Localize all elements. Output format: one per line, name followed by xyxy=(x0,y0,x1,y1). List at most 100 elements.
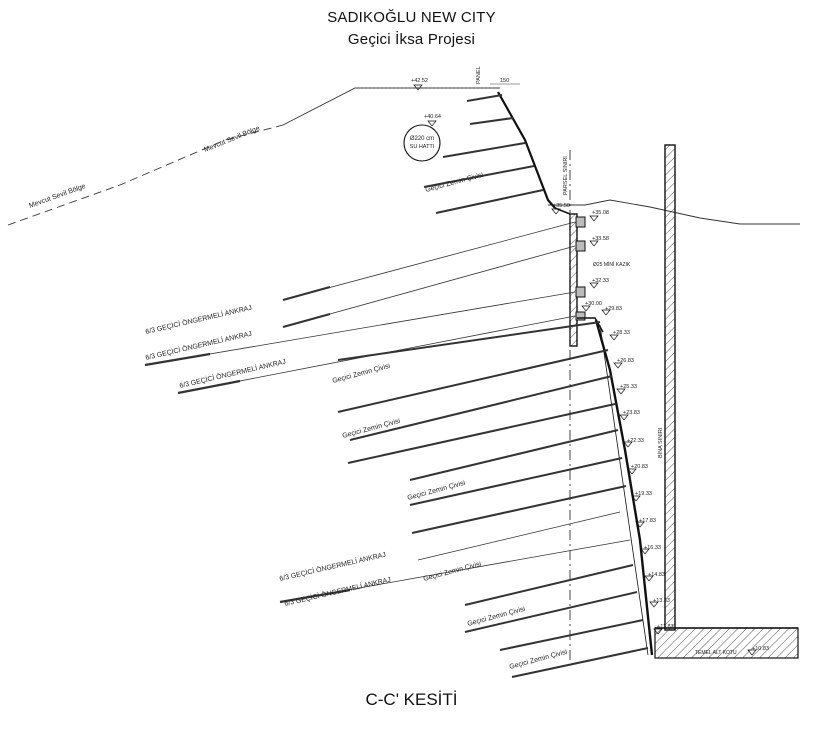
lower-nail xyxy=(337,321,601,361)
existing-ground-dashed-line xyxy=(7,124,284,226)
anchor-bond xyxy=(144,352,211,367)
water-line-label: SU HATTI xyxy=(410,144,435,150)
project-name: SADIKOĞLU NEW CITY xyxy=(327,9,496,26)
upper-nails xyxy=(423,94,544,214)
anchors xyxy=(144,221,631,604)
elevation-marker: +14.83 xyxy=(644,572,665,582)
lower-nails xyxy=(337,321,649,678)
anchor-line xyxy=(417,511,621,561)
elevation-marker: +30.00 xyxy=(581,301,602,312)
elevation-marker: +29.83 xyxy=(601,306,622,316)
anchor-bond xyxy=(279,588,351,604)
anchor-bond xyxy=(177,379,241,395)
svg-text:+25.33: +25.33 xyxy=(620,384,637,390)
svg-text:+20.83: +20.83 xyxy=(631,464,648,470)
anchor-bond xyxy=(282,312,331,329)
svg-text:+17.83: +17.83 xyxy=(639,518,656,524)
mini-pile-wall xyxy=(569,213,586,347)
svg-text:+29.83: +29.83 xyxy=(605,306,622,312)
lower-slope-inner xyxy=(599,324,649,656)
elevation-marker: +20.83 xyxy=(627,464,648,475)
elevation-marker: +10.83 xyxy=(747,646,769,656)
nail-label: Geçici Zemin Çivisi xyxy=(423,561,483,583)
svg-text:+35.08: +35.08 xyxy=(592,210,609,216)
elevation-markers: +42.52 +40.64 +35.50 +35.08 +33.58 +32.3… xyxy=(411,78,769,656)
anchor-line xyxy=(282,221,576,301)
building-border-label: BİNA SINIRI xyxy=(657,427,664,458)
foundation-slab xyxy=(654,627,799,659)
lower-nail xyxy=(411,485,627,534)
svg-text:+42.52: +42.52 xyxy=(411,78,428,84)
svg-text:+23.83: +23.83 xyxy=(623,410,640,416)
svg-text:+13.33: +13.33 xyxy=(653,598,670,604)
anchor-bond xyxy=(282,285,331,302)
svg-text:+22.33: +22.33 xyxy=(627,438,644,444)
lower-nail xyxy=(511,647,649,678)
elevation-marker: +19.33 xyxy=(631,491,652,502)
elevation-marker: +26.83 xyxy=(613,358,634,369)
elevation-marker: +22.33 xyxy=(623,438,644,448)
lower-nail xyxy=(337,349,609,413)
panel-label: PANEL xyxy=(476,66,482,84)
lower-nail xyxy=(349,375,613,441)
existing-ground-line xyxy=(282,87,500,126)
anchor-label: 6/3 GEÇİCİ ÖNGERMELİ ANKRAJ xyxy=(278,550,386,583)
elevation-marker: +11.83 xyxy=(653,624,674,635)
water-line-circle xyxy=(403,124,441,162)
water-line-size: Ø220 cm xyxy=(410,136,434,142)
svg-text:+11.83: +11.83 xyxy=(657,624,674,630)
upper-nail xyxy=(423,165,535,188)
parcel-border-label: PARSEL SINIRI xyxy=(563,156,569,195)
svg-text:+28.33: +28.33 xyxy=(613,330,630,336)
lower-slope-face xyxy=(594,319,654,656)
svg-text:+32.33: +32.33 xyxy=(592,278,609,284)
svg-text:+35.50: +35.50 xyxy=(553,203,570,209)
upper-nail xyxy=(442,142,526,158)
anchor-label: 6/3 GEÇİCİ ÖNGERMELİ ANKRAJ xyxy=(283,575,391,608)
upper-nail xyxy=(466,94,503,102)
lower-nail xyxy=(347,403,616,464)
lower-nail xyxy=(499,619,644,651)
project-subtitle: Geçici İksa Projesi xyxy=(347,31,476,48)
foundation-level-label: TEMEL ALT KOTU xyxy=(695,650,737,656)
anchor-line xyxy=(144,291,576,366)
anchor-line xyxy=(282,245,576,328)
upper-slope-face xyxy=(497,91,556,209)
dim-150-label: 150 xyxy=(500,78,509,84)
section-title: C-C' KESİTİ xyxy=(365,690,458,709)
upper-nail xyxy=(435,189,544,214)
nail-label: Geçici Zemin Çivisi xyxy=(425,172,485,194)
svg-text:+16.33: +16.33 xyxy=(644,545,661,551)
mini-pile-label: Ø25 MİNİ KAZIK xyxy=(593,261,631,268)
svg-text:+19.33: +19.33 xyxy=(635,491,652,497)
elevation-marker: +33.58 xyxy=(589,236,609,247)
building-border-wall xyxy=(664,144,676,631)
elevation-marker: +35.50 xyxy=(551,203,570,215)
existing-ground-label-2: Mevcut Sevil Bölge xyxy=(203,125,261,154)
elevation-marker: +23.83 xyxy=(619,410,640,421)
elevation-marker: +13.33 xyxy=(649,598,670,608)
existing-ground-label-1: Mevcut Sevil Bölge xyxy=(28,183,86,210)
elevation-marker: +40.64 xyxy=(424,114,441,127)
lower-nail xyxy=(464,564,634,606)
elevation-marker: +16.33 xyxy=(640,545,661,555)
ground-right-line xyxy=(548,199,800,225)
nail-label: Geçici Zemin Çivisi xyxy=(332,363,392,385)
svg-text:+40.64: +40.64 xyxy=(424,114,441,120)
upper-nail xyxy=(469,117,514,125)
elevation-marker: +17.83 xyxy=(635,518,656,528)
anchor-label: 6/3 GEÇİCİ ÖNGERMELİ ANKRAJ xyxy=(144,303,252,336)
lower-nail xyxy=(409,429,619,481)
svg-text:+30.00: +30.00 xyxy=(585,301,602,307)
elevation-marker: +32.33 xyxy=(589,278,609,289)
elevation-marker: +42.52 xyxy=(411,78,428,91)
svg-text:+33.58: +33.58 xyxy=(592,236,609,242)
elevation-marker: +25.33 xyxy=(616,384,637,395)
elevation-marker: +28.33 xyxy=(609,330,630,341)
lower-nail xyxy=(464,591,638,633)
svg-text:+10.83: +10.83 xyxy=(752,646,769,652)
elevation-marker: +35.08 xyxy=(589,210,609,222)
svg-text:+26.83: +26.83 xyxy=(617,358,634,364)
anchor-label: 6/3 GEÇİCİ ÖNGERMELİ ANKRAJ xyxy=(178,357,286,390)
